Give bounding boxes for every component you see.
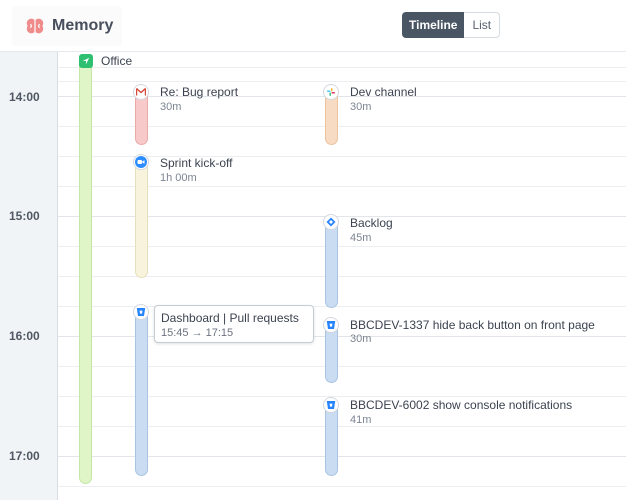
- grid-line: [58, 81, 626, 82]
- grid-line-hour: [58, 216, 626, 217]
- tooltip-time-range: 15:45 → 17:15: [161, 327, 234, 339]
- grid-line: [58, 67, 626, 68]
- time-label-16: 16:00: [9, 329, 40, 343]
- event-title[interactable]: Backlog: [350, 216, 393, 230]
- grid-line: [58, 276, 626, 277]
- jira-icon: [323, 214, 339, 230]
- event-duration: 45m: [350, 232, 372, 244]
- grid-line: [58, 126, 626, 127]
- grid-line: [58, 246, 626, 247]
- grid-line: [58, 396, 626, 397]
- grid-line: [58, 186, 626, 187]
- event-title[interactable]: Re: Bug report: [160, 85, 239, 99]
- event-bar-pull-requests[interactable]: [135, 310, 148, 476]
- view-switch: Timeline List: [402, 12, 501, 38]
- grid-line: [58, 486, 626, 487]
- brain-icon: [26, 18, 44, 34]
- event-bar-sprint-kickoff[interactable]: [135, 160, 148, 278]
- timeline-view-button[interactable]: Timeline: [402, 12, 465, 38]
- time-label-15: 15:00: [9, 209, 40, 223]
- grid-line: [58, 306, 626, 307]
- grid-line: [58, 426, 626, 427]
- event-title[interactable]: BBCDEV-1337 hide back button on front pa…: [350, 318, 595, 332]
- zoom-icon: [133, 154, 149, 170]
- event-title[interactable]: BBCDEV-6002 show console notifications: [350, 398, 573, 412]
- list-view-button[interactable]: List: [464, 12, 501, 38]
- time-gutter: 14:00 15:00 16:00 17:00: [0, 52, 58, 500]
- grid-line-hour: [58, 456, 626, 457]
- grid-line-hour: [58, 336, 626, 337]
- grid-line-hour: [58, 96, 626, 97]
- bitbucket-icon: [133, 304, 149, 320]
- bitbucket-icon: [323, 317, 339, 333]
- event-bar-bbcdev-6002[interactable]: [325, 403, 338, 476]
- bitbucket-icon: [323, 397, 339, 413]
- event-duration: 30m: [350, 333, 372, 345]
- event-title[interactable]: Sprint kick-off: [160, 156, 233, 170]
- time-label-14: 14:00: [9, 90, 40, 104]
- event-bar-backlog[interactable]: [325, 220, 338, 308]
- navigation-icon: [79, 54, 93, 68]
- slack-icon: [323, 84, 339, 100]
- event-duration: 1h 00m: [160, 172, 197, 184]
- grid-line: [58, 366, 626, 367]
- time-label-17: 17:00: [9, 449, 40, 463]
- gmail-icon: [133, 84, 149, 100]
- event-duration: 30m: [350, 101, 372, 113]
- event-duration: 41m: [350, 414, 372, 426]
- top-bar: Memory Timeline List: [0, 0, 626, 52]
- tooltip-title: Dashboard | Pull requests: [161, 311, 299, 325]
- grid-line: [58, 156, 626, 157]
- event-duration: 30m: [160, 101, 182, 113]
- event-bar-bbcdev-1337[interactable]: [325, 325, 338, 383]
- location-bar-office[interactable]: [79, 56, 92, 484]
- app-brand[interactable]: Memory: [12, 6, 122, 46]
- app-name: Memory: [52, 17, 114, 34]
- event-title[interactable]: Dev channel: [350, 85, 417, 99]
- location-label: Office: [101, 54, 133, 68]
- event-tooltip: Dashboard | Pull requests 15:45 → 17:15: [154, 305, 314, 343]
